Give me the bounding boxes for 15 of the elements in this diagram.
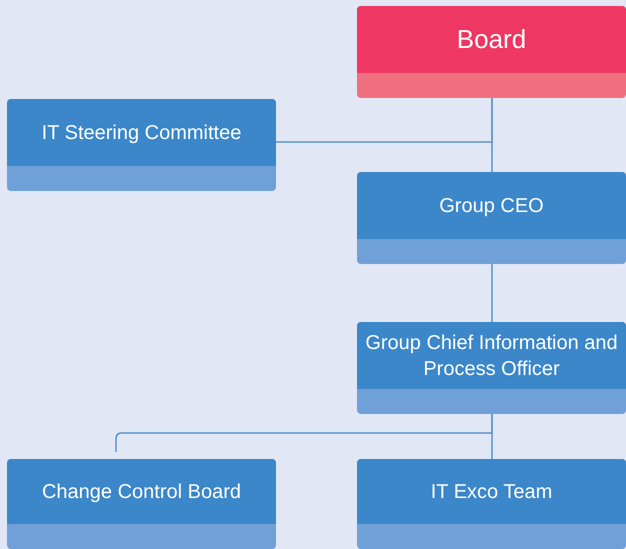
org-box: [357, 322, 626, 414]
box-title: Change Control Board: [40, 480, 242, 504]
box-title: Board: [456, 22, 528, 56]
org-box: [357, 172, 626, 264]
connector-line: [491, 264, 493, 322]
org-box: [357, 6, 626, 98]
box-title: IT Exco Team: [430, 480, 554, 504]
box-title: Group CEO: [438, 194, 545, 218]
org-box: [357, 459, 626, 549]
connector-line: [491, 414, 493, 459]
org-box: [7, 459, 276, 549]
box-title: Group Chief Information and Process Officer: [364, 330, 619, 382]
box-title: IT Steering Committee: [40, 120, 242, 146]
org-box: [7, 99, 276, 191]
connector-line: [491, 98, 493, 172]
